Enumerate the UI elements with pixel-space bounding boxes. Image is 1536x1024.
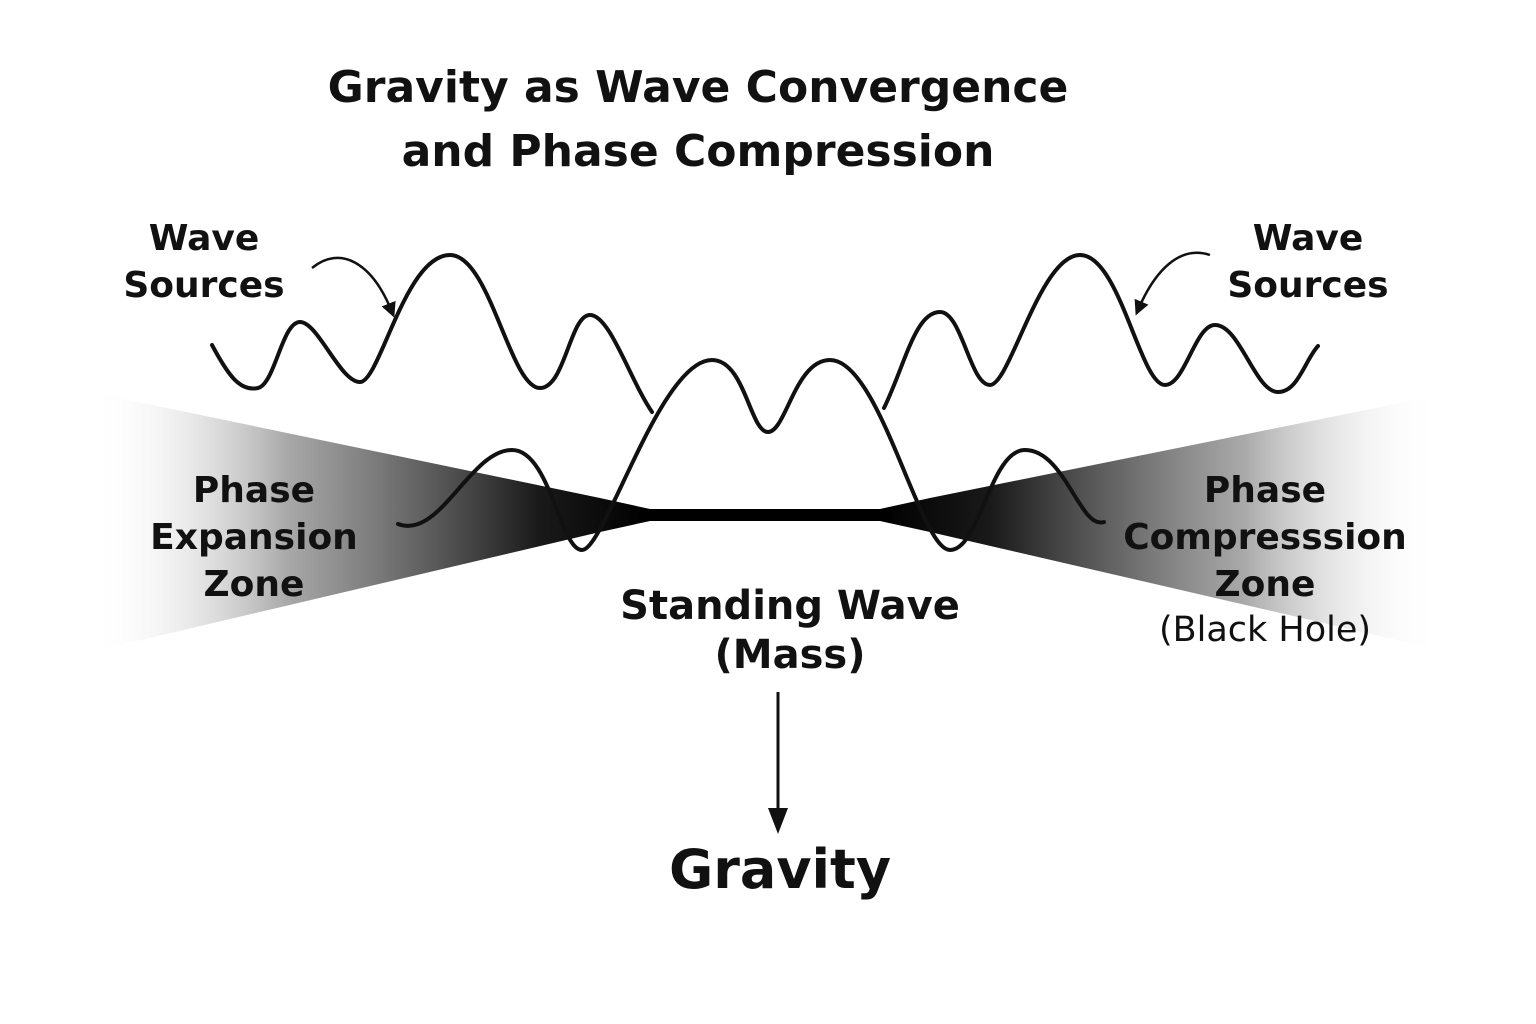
standing-wave-line-1: Standing Wave: [620, 583, 960, 629]
wave-sources-right-arrow: [1134, 251, 1211, 316]
diagram-title: Gravity as Wave Convergence and Phase Co…: [268, 56, 1128, 184]
phase-expansion-line-3: Zone: [203, 563, 305, 605]
left-wave-source-waveform: [210, 252, 654, 414]
wave-sources-left-label: Wave Sources: [84, 216, 324, 310]
gravity-arrow-head: [768, 808, 788, 834]
phase-compression-zone-label: Phase Compresssion Zone (Black Hole): [1110, 468, 1420, 654]
phase-compression-zone-shape: [880, 395, 1440, 650]
wave-sources-left-line-2: Sources: [123, 264, 285, 306]
standing-wave-label: Standing Wave (Mass): [590, 582, 990, 680]
wave-sources-left-arrow: [311, 256, 396, 318]
phase-compression-line-2: Compresssion: [1123, 516, 1407, 558]
black-hole-note: (Black Hole): [1158, 610, 1372, 651]
wave-sources-left-line-1: Wave: [148, 218, 260, 259]
wave-sources-right-label: Wave Sources: [1188, 216, 1428, 310]
title-line-2: and Phase Compression: [401, 125, 995, 177]
title-line-1: Gravity as Wave Convergence: [327, 62, 1069, 113]
right-wave-source-waveform: [882, 252, 1320, 410]
wave-sources-right-line-1: Wave: [1252, 218, 1364, 259]
gravity-label: Gravity: [668, 838, 892, 901]
phase-expansion-zone-label: Phase Expansion Zone: [124, 468, 384, 608]
phase-expansion-line-1: Phase: [192, 470, 316, 511]
phase-compression-line-3: Zone: [1214, 563, 1316, 605]
standing-wave-waveform: [396, 357, 1106, 553]
phase-expansion-line-2: Expansion: [150, 516, 358, 558]
standing-wave-line-2: (Mass): [714, 631, 866, 678]
wave-sources-right-line-2: Sources: [1227, 264, 1389, 306]
standing-wave-core-band: [640, 509, 890, 521]
phase-expansion-zone-shape: [90, 392, 650, 652]
phase-compression-line-1: Phase: [1203, 470, 1327, 511]
